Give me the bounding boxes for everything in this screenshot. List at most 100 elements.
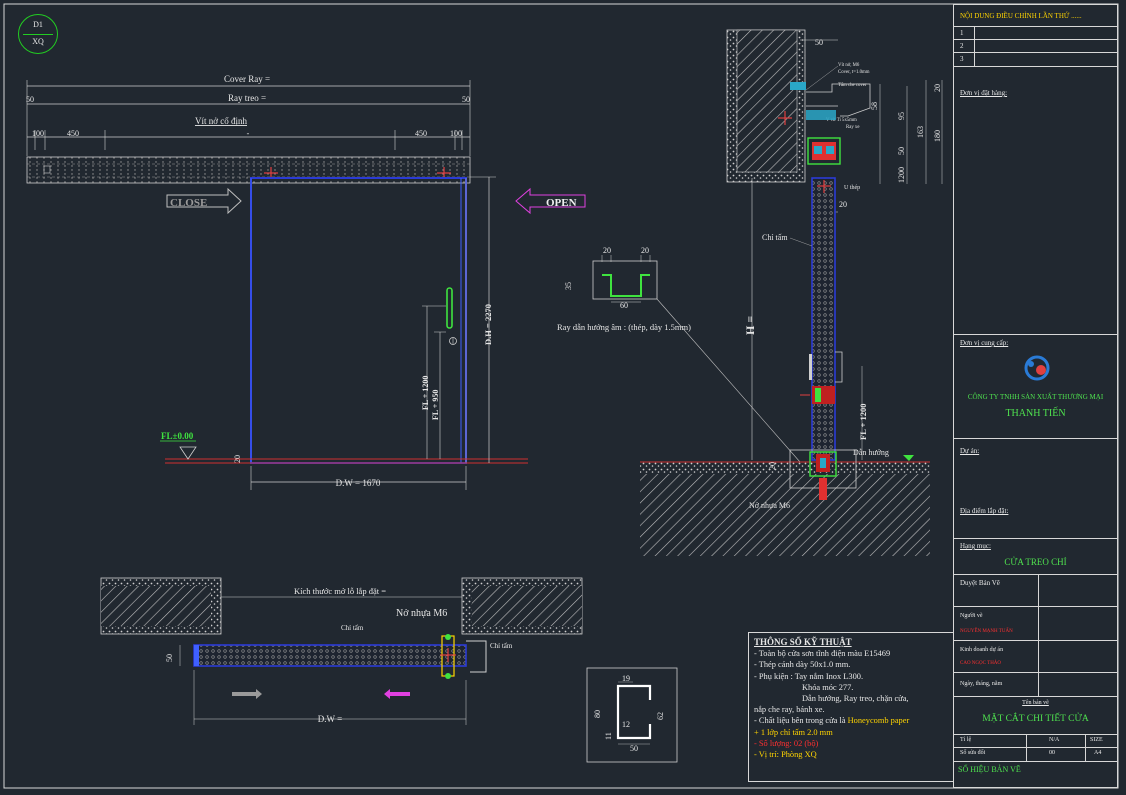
technical-spec-box: THÔNG SỐ KỸ THUẬT - Toàn bộ cửa sơn tĩnh… <box>748 632 954 782</box>
sec-vit-no: Vít nở, M6 <box>838 63 860 68</box>
plan-kich-thuoc: Kích thước mở lỗ lắp đặt = <box>294 586 386 596</box>
rail-detail: 20 20 35 60 Ray dẫn hướng âm : (thép, dà… <box>557 246 801 463</box>
tb-so-sua-doi-value: 00 <box>1049 750 1055 756</box>
u-dim-11: 11 <box>604 732 613 740</box>
u-dim-19: 19 <box>622 674 630 683</box>
sec-dim-1200: 1200 <box>897 167 906 183</box>
drawing-badge: D1 XQ <box>18 14 58 54</box>
sec-dim-50b: 50 <box>897 147 906 155</box>
tb-rev-3: 3 <box>960 55 964 63</box>
sec-dan-huong: Dẫn hướng <box>853 448 889 457</box>
ray-treo-label: Ray treo = <box>228 93 266 103</box>
plan-no-nhua: Nở nhựa M6 <box>396 608 447 619</box>
tb-du-an: Dự án: <box>960 447 980 455</box>
rail-dim-35: 35 <box>564 282 573 290</box>
tb-kinh-doanh-value: CAO NGỌC THẢO <box>960 661 1002 666</box>
tb-ten-ban-ve: Tên bản vẽ <box>1022 700 1049 706</box>
u-dim-80: 80 <box>593 710 602 718</box>
u-dim-62: 62 <box>656 712 665 720</box>
tb-so-sua-doi: Số sửa đổi <box>960 750 986 756</box>
sec-dim-180: 180 <box>933 130 942 142</box>
sec-u-thep: U thép <box>844 185 860 191</box>
spec-line-7b: Honeycomb paper <box>847 716 910 726</box>
sec-vit-label: V vít Ti 5x5mm <box>826 118 857 123</box>
dim-50-right: 50 <box>462 95 470 104</box>
rail-dim-60: 60 <box>620 301 628 310</box>
spec-line-6: nắp che ray, bánh xe. <box>754 705 825 715</box>
tb-so-hieu: SỐ HIỆU BẢN VẼ <box>958 765 1021 774</box>
rail-dim-20a: 20 <box>603 246 611 255</box>
spec-line-10b: Phòng XQ <box>781 750 817 760</box>
door-elevation: Cover Ray = Ray treo = Vít nở cố định 50… <box>26 74 586 490</box>
spec-line-3: - Phụ kiện : Tay nắm Inox L300. <box>754 671 864 681</box>
spec-line-10a: - Vị trí: <box>754 750 782 760</box>
tb-ten-ban-ve-value: MẶT CẮT CHI TIẾT CỬA <box>982 714 1089 724</box>
cover-ray-label: Cover Ray = <box>224 74 270 84</box>
dim-450-right: 450 <box>415 129 427 138</box>
spec-line-9: - Số lượng: 02 (bộ) <box>754 738 819 748</box>
sec-chi-tam: Chỉ tấm <box>762 233 788 242</box>
sec-dim-20-floor: 20 <box>768 462 777 470</box>
u-channel-detail: 19 12 50 80 62 11 <box>586 667 678 763</box>
tb-kinh-doanh: Kinh doanh dự án <box>960 647 1004 653</box>
sec-dim-20-top: 20 <box>933 84 942 92</box>
tb-don-vi-cung-cap: Đơn vị cung cấp: <box>960 339 1009 347</box>
open-arrow-label: OPEN <box>546 197 577 209</box>
sec-ray-xe: Ray xe <box>846 125 859 130</box>
u-dim-50: 50 <box>630 744 638 753</box>
tb-size-value: A4 <box>1094 750 1102 756</box>
tb-revision-header: NỘI DUNG ĐIỀU CHỈNH LẦN THỨ ...... <box>954 5 1117 27</box>
title-block: NỘI DUNG ĐIỀU CHỈNH LẦN THỨ ...... 1 2 3… <box>953 4 1118 788</box>
sheet-frame <box>3 3 1119 789</box>
tb-ngay: Ngày, tháng, năm <box>960 681 1003 687</box>
tb-hang-muc: Hạng mục: <box>960 542 991 550</box>
spec-line-2: - Thép cánh dày 50x1.0 mm. <box>754 660 851 670</box>
tb-company-line1: CÔNG TY TNHH SẢN XUẤT THƯƠNG MẠI <box>967 393 1104 401</box>
dim-100-left: 100 <box>32 129 44 138</box>
sec-dim-20c: 20 <box>839 200 847 209</box>
tb-duyet-ban-ve: Duyệt Bản Vẽ <box>960 579 1000 587</box>
spec-line-1: - Toàn bộ cửa sơn tĩnh điện màu E15469 <box>754 649 891 659</box>
spec-line-4: Khóa móc 277. <box>802 682 854 692</box>
company-logo-icon <box>1024 355 1050 381</box>
tb-hang-muc-value: CỬA TREO CHỈ <box>1004 557 1067 567</box>
dim-50-left: 50 <box>26 95 34 104</box>
tb-don-vi-dat-hang: Đơn vị đặt hàng: <box>960 89 1008 97</box>
dh-label: D.H = 2270 <box>483 304 493 345</box>
tb-company-line2: THANH TIẾN <box>1005 408 1066 419</box>
vit-no-label: Vít nở cố định <box>195 116 248 126</box>
spec-title: THÔNG SỐ KỸ THUẬT <box>754 637 852 647</box>
badge-bottom: XQ <box>32 37 44 46</box>
spec-line-7a: - Chất liệu bên trong cửa là <box>754 716 848 726</box>
fl-1200-label: FL + 1200 <box>421 376 430 410</box>
dim-450-left: 450 <box>67 129 79 138</box>
rail-dim-20b: 20 <box>641 246 649 255</box>
close-arrow-label: CLOSE <box>170 197 207 209</box>
dw-label: D.W = 1670 <box>336 478 381 488</box>
plan-chi-tam-a: Chỉ tấm <box>341 624 364 632</box>
dim-100-right: 100 <box>450 129 462 138</box>
sec-dim-58: 58 <box>870 102 879 110</box>
tb-dia-diem: Địa điểm lắp đặt: <box>960 507 1009 515</box>
fl-000-label: FL±0.00 <box>161 431 194 441</box>
plan-dim-50: 50 <box>165 654 174 662</box>
fl-950-label: FL + 950 <box>431 390 440 420</box>
plan-chi-tam-b: Chỉ tấm <box>490 642 513 650</box>
spec-line-8: + 1 lớp chỉ tấm 2.0 mm <box>754 727 833 737</box>
rail-label: Ray dẫn hướng âm : (thép, dày 1.5mm) <box>557 322 691 332</box>
sec-fl-1200: FL + 1200 <box>858 404 868 441</box>
vertical-section: 50 Vít nở, M6 Cover, t=1.0mm Tấm che cov… <box>640 29 943 556</box>
sec-cover: Cover, t=1.0mm <box>838 70 870 75</box>
sec-dim-50: 50 <box>815 38 823 47</box>
tb-ti-le: Tỉ lệ <box>960 737 972 743</box>
spec-line-5: Dẫn hướng, Ray treo, chặn cửa, <box>802 694 909 704</box>
dim-20-label: 20 <box>233 455 242 463</box>
tb-rev-2: 2 <box>960 42 964 50</box>
badge-top: D1 <box>33 20 43 29</box>
tb-nguoi-ve: Người vẽ <box>960 613 983 619</box>
sec-dim-163: 163 <box>916 126 925 138</box>
tb-rev-1: 1 <box>960 29 964 37</box>
sec-h-label: H = <box>743 316 757 335</box>
tb-ti-le-value: N/A <box>1049 737 1060 743</box>
